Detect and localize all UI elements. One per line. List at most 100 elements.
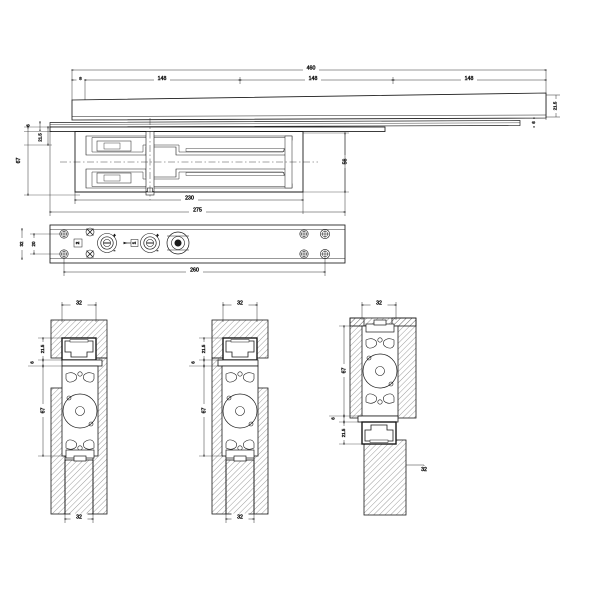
dim-rail-height-215: 21.5 (546, 94, 560, 118)
dim-label-seg1: 148 (158, 76, 167, 82)
dim-label-left-67: 67 (16, 158, 22, 164)
dim-label-dl-6: 6 (30, 361, 35, 364)
dim-label-dm-6: 6 (191, 361, 196, 364)
body-bore (62, 393, 98, 429)
elevation-section: 460 8 148 148 148 (14, 64, 560, 216)
cross-screw-upper (85, 227, 95, 237)
dim-label-total: 460 (307, 66, 316, 72)
spindle-boss (166, 231, 190, 255)
dim-detail-right-side-32: 32 (406, 464, 433, 473)
dim-label-dm-67: 67 (201, 408, 207, 414)
dim-label-dm-215: 21.5 (201, 344, 206, 353)
dim-label-dl-67: 67 (40, 408, 46, 414)
dim-detail-mid-bottom-32: 32 (225, 513, 255, 523)
body-foot-boss (373, 319, 387, 326)
dim-label-body-length: 230 (185, 196, 194, 202)
dim-detail-mid-stack: 21.5 6 67 (189, 337, 223, 457)
valve-2-label: 2 (75, 241, 80, 244)
valve-2-minus-label: - (114, 248, 116, 253)
dim-label-dm-bot32: 32 (237, 515, 243, 521)
dim-chain-row: 8 148 148 148 (71, 75, 547, 100)
detail-right: 32 32 67 6 21.5 (329, 299, 433, 516)
dim-left-stack: 6 21.5 67 (14, 121, 80, 196)
detail-left: 32 32 21.5 6 67 (28, 299, 108, 523)
body-foot-boss (73, 455, 87, 462)
plan-view: + - 2 + - 1 32 (17, 224, 346, 276)
dim-detail-left-bottom-32: 32 (64, 513, 94, 523)
dim-detail-left-stack: 21.5 6 67 (28, 337, 62, 457)
rail-slot (69, 339, 89, 343)
dim-body-length-230: 230 (74, 192, 304, 214)
screw-hole (320, 229, 330, 239)
dim-plan-length-260: 260 (63, 258, 326, 276)
dim-label-dm-top32: 32 (237, 301, 243, 307)
cover-plate (357, 415, 399, 423)
dim-label-body-height: 56 (342, 159, 348, 165)
closer-body-box (361, 325, 399, 417)
dim-label-dr-side32: 32 (421, 467, 427, 473)
cross-screw-lower (85, 249, 95, 259)
body-ports (225, 371, 255, 451)
rail-slot (369, 439, 389, 443)
closer-arm-bar (49, 120, 521, 128)
dim-label-plan-hole-spacing: 20 (31, 241, 36, 246)
spindle-bore (375, 366, 385, 376)
screw-hole (320, 249, 330, 259)
rail-profile (364, 424, 394, 442)
valve-1-label: 1 (132, 241, 137, 244)
dim-label-dl-215: 21.5 (40, 344, 45, 353)
body-bore (222, 393, 258, 429)
dim-plan-left-stack: 32 20 (17, 228, 60, 260)
valve-1-adjuster: + - 1 (123, 233, 160, 254)
valve-1-minus-label: - (157, 248, 159, 253)
dim-detail-mid-top-32: 32 (222, 299, 258, 322)
dim-detail-right-stack: 67 6 21.5 (329, 325, 362, 445)
dim-label-plan-edge: 32 (19, 241, 24, 246)
dim-detail-right-top-32: 32 (361, 299, 397, 320)
screw-hole (299, 229, 309, 239)
door-hatch-bottom (225, 459, 255, 515)
slide-rail-outline (71, 92, 547, 121)
dim-label-plate-thk: 6 (531, 121, 536, 124)
screw-hole (59, 229, 69, 239)
valve-1-plus-label: + (156, 233, 159, 238)
door-hatch-bottom (363, 439, 407, 516)
dim-label-left-gap: 8 (79, 76, 82, 81)
dim-plate-length-275: 275 (49, 131, 346, 216)
dim-label-dl-top32: 32 (76, 301, 82, 307)
closer-body-box (61, 365, 99, 457)
spindle-bore (75, 406, 85, 416)
spindle-bore (235, 406, 245, 416)
dim-label-dr-215: 21.5 (341, 428, 346, 437)
body-bore (362, 353, 398, 389)
dim-label-dr-67: 67 (341, 368, 347, 374)
rail-profile (64, 340, 94, 358)
dim-label-rail-height: 21.5 (553, 101, 558, 110)
dim-label-dr-6: 6 (331, 417, 336, 420)
screw-hole (299, 249, 309, 259)
cover-plate (217, 359, 259, 367)
dim-label-plan-length: 260 (190, 268, 199, 274)
mounting-plate (49, 126, 386, 132)
dim-label-left-215: 21.5 (38, 133, 43, 142)
rail-profile (225, 340, 255, 358)
dim-detail-left-top-32: 32 (61, 299, 97, 322)
dim-label-seg2: 148 (309, 76, 318, 82)
dim-label-left-6: 6 (26, 124, 31, 127)
body-ports (365, 337, 395, 405)
closer-body-box (221, 365, 259, 457)
door-hatch-bottom (64, 459, 94, 515)
detail-middle: 32 32 21.5 6 67 (189, 299, 269, 523)
rail-slot (230, 339, 250, 343)
dim-label-dr-top32: 32 (376, 301, 382, 307)
dim-plate-thickness-6: 6 (530, 117, 538, 128)
dim-label-dl-bot32: 32 (76, 515, 82, 521)
screw-hole (59, 249, 69, 259)
valve-2-plus-label: + (113, 233, 116, 238)
body-foot-boss (233, 455, 247, 462)
dim-label-seg3: 148 (465, 76, 474, 82)
cover-plate (61, 359, 103, 367)
dim-label-plate-length: 275 (193, 208, 202, 214)
closer-body-section (60, 118, 318, 200)
